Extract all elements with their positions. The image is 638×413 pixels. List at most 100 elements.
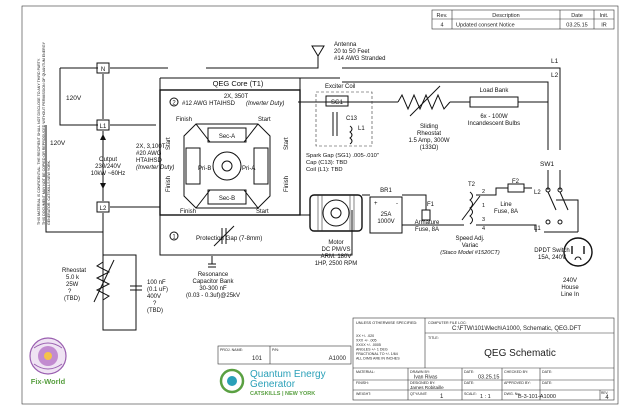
svg-text:APPROVED BY:: APPROVED BY:	[504, 381, 531, 385]
svg-text:DATE:: DATE:	[542, 370, 552, 374]
c13-label: C13	[346, 116, 358, 122]
svg-text:ALL DIMS ARE IN INCHES: ALL DIMS ARE IN INCHES	[356, 357, 400, 361]
rheostat-arrow-icon	[409, 85, 441, 117]
svg-text:6x - 100W: 6x - 100W	[480, 114, 508, 120]
motor-icon	[309, 194, 363, 232]
svg-text:GENERATOR. CATSKILLS NEW YORK.: GENERATOR. CATSKILLS NEW YORK.	[47, 160, 51, 225]
svg-text:(0.03 - 0.3uf)@25kV: (0.03 - 0.3uf)@25kV	[186, 293, 240, 299]
svg-text:DRAWN BY:: DRAWN BY:	[410, 370, 430, 374]
svg-text:Sec-B: Sec-B	[219, 196, 235, 202]
svg-text:1: 1	[440, 394, 444, 400]
svg-text:03.25.15: 03.25.15	[478, 375, 499, 381]
svg-text:DATE:: DATE:	[464, 381, 474, 385]
svg-text:SW1: SW1	[540, 161, 554, 168]
load-bank-icon	[469, 96, 519, 108]
coil-l1-icon	[349, 125, 353, 145]
svg-text:ARM: 180V: ARM: 180V	[321, 254, 352, 260]
svg-text:4: 4	[605, 395, 609, 401]
svg-text:400V: 400V	[147, 294, 161, 300]
protection-gap: Protection Gap (7-8mm)	[196, 225, 262, 247]
svg-text:TITLE:: TITLE:	[428, 336, 439, 340]
svg-text:F2: F2	[512, 179, 520, 185]
svg-text:James Robitaille: James Robitaille	[410, 385, 444, 390]
node-l1	[96, 119, 110, 131]
exciter-coil-box: Exciter Coil SG1 C13 L1	[315, 84, 373, 147]
svg-text:Finish: Finish	[176, 117, 192, 123]
svg-text:Armature: Armature	[415, 220, 440, 226]
svg-text:#14 AWG Stranded: #14 AWG Stranded	[334, 56, 385, 62]
svg-text:Pri-A: Pri-A	[242, 166, 255, 172]
svg-text:1000V: 1000V	[377, 219, 394, 225]
plug-icon	[563, 237, 593, 267]
svg-text:Start: Start	[258, 117, 271, 123]
title-block: UNLESS OTHERWISE SPECIFIED: XX +/- .020 …	[352, 317, 615, 401]
svg-text:Finish: Finish	[166, 176, 172, 192]
svg-text:REV:: REV:	[601, 391, 608, 395]
svg-text:Fix-World: Fix-World	[31, 377, 66, 386]
svg-text:1: 1	[482, 203, 485, 209]
svg-text:20 to 50 Feet: 20 to 50 Feet	[334, 49, 370, 55]
svg-text:UNLESS OTHERWISE SPECIFIED:: UNLESS OTHERWISE SPECIFIED:	[356, 321, 417, 325]
output-label: Output 230/240V 10kW ~60Hz	[91, 157, 126, 177]
svg-text:DATE:: DATE:	[542, 381, 552, 385]
motor: Motor DC PM/VS ARM: 180V 1HP, 2500 RPM	[309, 194, 363, 267]
svg-text:-: -	[396, 201, 398, 207]
svg-text:XXXX +/- .0005: XXXX +/- .0005	[356, 343, 381, 347]
svg-text:Start: Start	[256, 209, 269, 215]
project-box: PROJ. NAME: 101 P/N: A1000	[217, 345, 352, 365]
svg-text:Finish: Finish	[180, 209, 196, 215]
svg-text:(133Ω): (133Ω)	[420, 145, 439, 151]
svg-text:(Inverter Duty): (Inverter Duty)	[246, 101, 284, 107]
sheet-border	[21, 5, 619, 405]
rev-row-init: IR	[601, 23, 607, 29]
svg-text:QTY/UNIT:: QTY/UNIT:	[410, 392, 428, 396]
rev-row-date: 03.25.15	[566, 23, 587, 29]
svg-text:#12 AWG HTAIHSD: #12 AWG HTAIHSD	[182, 101, 236, 107]
qeg-logo: Quantum Energy Generator CATSKILLS | NEW…	[219, 368, 326, 397]
fuse-f1-icon	[421, 209, 431, 221]
svg-text:XXX +/- .005: XXX +/- .005	[356, 339, 376, 343]
svg-text:THIS MATERIAL IS CONFIDENTIAL.: THIS MATERIAL IS CONFIDENTIAL. THE RECIP…	[37, 58, 41, 225]
svg-text:Cap (C13): TBD: Cap (C13): TBD	[306, 160, 347, 166]
svg-text:(Inverter Duty): (Inverter Duty)	[136, 165, 174, 171]
revision-table: Rev. Description Date Init. 4 Updated co…	[431, 9, 615, 30]
core-marker-1	[169, 231, 179, 241]
svg-text:Variac: Variac	[462, 243, 479, 249]
fuse-f2: F2 Line Fuse, 8A	[494, 179, 525, 215]
svg-text:SG1: SG1	[331, 100, 344, 106]
svg-text:DPDT Switch: DPDT Switch	[534, 248, 570, 254]
sg1-box	[325, 95, 349, 107]
svg-text:F1: F1	[427, 202, 435, 208]
antenna-label: Antenna 20 to 50 Feet #14 AWG Stranded	[334, 42, 385, 62]
antenna-icon	[311, 45, 325, 62]
svg-text:(TBD): (TBD)	[147, 308, 163, 314]
svg-text:Fuse, 8A: Fuse, 8A	[415, 227, 439, 233]
svg-text:1HP, 2500 RPM: 1HP, 2500 RPM	[315, 261, 358, 267]
svg-text:Rheostat: Rheostat	[417, 131, 441, 137]
svg-text:1 : 1: 1 : 1	[480, 394, 491, 400]
svg-text:L2: L2	[100, 206, 107, 212]
svg-text:5.0 k: 5.0 k	[66, 275, 80, 281]
svg-text:Incandescent Bulbs: Incandescent Bulbs	[468, 121, 520, 127]
arrow-up-icon	[100, 134, 106, 140]
svg-text:L2: L2	[534, 190, 541, 196]
svg-text:Sec-A: Sec-A	[219, 134, 235, 140]
svg-text:Line: Line	[500, 202, 512, 208]
rev-header-description: Description	[492, 13, 520, 19]
line-l2-label: L2	[551, 72, 559, 79]
svg-text:DESIGNED BY:: DESIGNED BY:	[410, 381, 435, 385]
svg-text:Rheostat: Rheostat	[62, 268, 86, 274]
svg-text:HTAIHSD: HTAIHSD	[136, 158, 163, 164]
svg-text:Speed Adj.: Speed Adj.	[455, 236, 484, 242]
svg-text:2X, 350T: 2X, 350T	[224, 94, 249, 100]
bridge-rectifier-br1: BR1 + - 25A 1000V	[369, 188, 403, 234]
svg-text:P/N:: P/N:	[272, 348, 279, 352]
svg-text:240V: 240V	[563, 278, 577, 284]
svg-text:(Staco Model #1520CT): (Staco Model #1520CT)	[440, 250, 500, 256]
sliding-rheostat-label: Sliding Rheostat 1.5 Amp, 300W (133Ω)	[408, 124, 449, 151]
svg-text:House: House	[561, 285, 579, 291]
rev-header-date: Date	[571, 13, 583, 19]
svg-text:FINISH:: FINISH:	[356, 381, 369, 385]
sliding-rheostat-icon	[397, 93, 451, 111]
svg-text:1: 1	[172, 235, 176, 241]
